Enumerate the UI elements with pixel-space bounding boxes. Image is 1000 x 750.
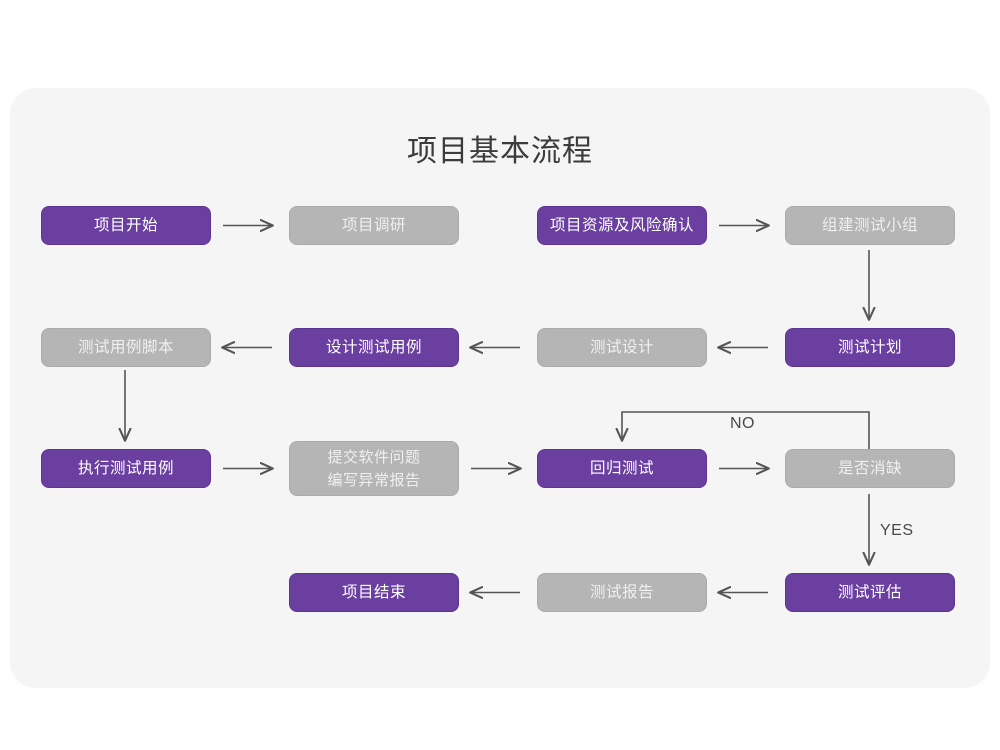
node-test-design[interactable]: 测试设计: [537, 328, 707, 367]
page-title: 项目基本流程: [407, 135, 593, 168]
node-submit-issue-report[interactable]: 提交软件问题 编写异常报告: [289, 441, 459, 496]
node-project-end[interactable]: 项目结束: [289, 573, 459, 612]
node-test-report[interactable]: 测试报告: [537, 573, 707, 612]
node-design-test-case[interactable]: 设计测试用例: [289, 328, 459, 367]
node-regression-test[interactable]: 回归测试: [537, 449, 707, 488]
node-test-case-script[interactable]: 测试用例脚本: [41, 328, 211, 367]
node-project-start[interactable]: 项目开始: [41, 206, 211, 245]
node-defect-cleared[interactable]: 是否消缺: [785, 449, 955, 488]
node-project-research[interactable]: 项目调研: [289, 206, 459, 245]
node-execute-test-case[interactable]: 执行测试用例: [41, 449, 211, 488]
node-test-evaluation[interactable]: 测试评估: [785, 573, 955, 612]
edge-label-yes: YES: [880, 522, 914, 539]
node-test-plan[interactable]: 测试计划: [785, 328, 955, 367]
edge-label-no: NO: [730, 415, 755, 432]
node-resource-risk-confirm[interactable]: 项目资源及风险确认: [537, 206, 707, 245]
node-build-test-team[interactable]: 组建测试小组: [785, 206, 955, 245]
